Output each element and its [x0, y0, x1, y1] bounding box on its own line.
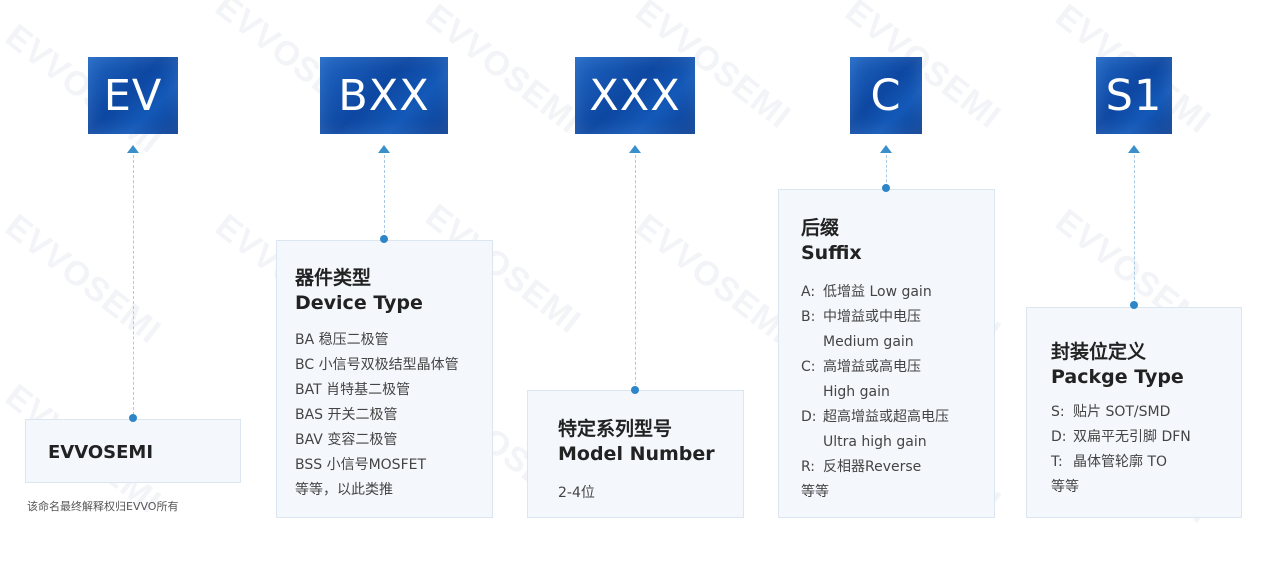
- item-key: S:: [1051, 404, 1065, 420]
- card-title-cn: 后缀: [801, 217, 840, 239]
- card-title-cn: 器件类型: [295, 267, 372, 289]
- code-block-c: C: [850, 57, 922, 134]
- list-item: R: 反相器Reverse: [801, 455, 994, 480]
- watermark: EVVOSEMI: [628, 206, 798, 352]
- connector-line: [1134, 155, 1135, 305]
- card-package-type: 封装位定义 Packge Type S: 贴片 SOT/SMD D: 双扁平无引脚 …: [1026, 307, 1242, 518]
- item-text: 双扁平无引脚 DFN: [1073, 429, 1191, 445]
- list-item-cont: Medium gain: [801, 330, 994, 355]
- arrow-up-icon: [127, 145, 139, 153]
- list-item: BC 小信号双极结型晶体管: [295, 357, 459, 373]
- item-text: High gain: [823, 384, 890, 400]
- item-key: D:: [1051, 429, 1067, 445]
- list-item-etc: 等等: [1051, 479, 1079, 495]
- item-text: 晶体管轮廓 TO: [1073, 454, 1168, 470]
- connector-dot: [631, 386, 639, 394]
- list-item: BAS 开关二极管: [295, 407, 398, 423]
- device-type-list: BA 稳压二极管 BC 小信号双极结型晶体管 BAT 肖特基二极管 BAS 开关…: [295, 328, 492, 503]
- card-title-cn: 特定系列型号: [558, 418, 673, 440]
- connector-line: [384, 155, 385, 238]
- connector-line: [635, 155, 636, 390]
- arrow-up-icon: [629, 145, 641, 153]
- card-evvosemi: EVVOSEMI: [25, 419, 241, 483]
- list-item: C: 高增益或高电压: [801, 355, 994, 380]
- card-device-type: 器件类型 Device Type BA 稳压二极管 BC 小信号双极结型晶体管 …: [276, 240, 493, 518]
- list-item: S: 贴片 SOT/SMD: [1051, 400, 1241, 425]
- list-item: D: 超高增益或超高电压: [801, 405, 994, 430]
- code-block-xxx: XXX: [575, 57, 695, 134]
- list-item: B: 中增益或中电压: [801, 305, 994, 330]
- list-item: BA 稳压二极管: [295, 332, 389, 348]
- item-text: 反相器Reverse: [823, 459, 922, 475]
- card-model-number: 特定系列型号 Model Number 2-4位: [527, 390, 744, 518]
- card-title-en: Suffix: [801, 242, 862, 264]
- arrow-up-icon: [880, 145, 892, 153]
- connector-line: [886, 155, 887, 187]
- connector-dot: [129, 414, 137, 422]
- list-item: 等等，以此类推: [295, 482, 393, 498]
- list-item: BSS 小信号MOSFET: [295, 457, 427, 473]
- connector-line: [133, 155, 134, 415]
- model-number-value: 2-4位: [558, 485, 595, 501]
- connector-dot: [380, 235, 388, 243]
- item-text: Ultra high gain: [823, 434, 927, 450]
- list-item-cont: High gain: [801, 380, 994, 405]
- arrow-up-icon: [1128, 145, 1140, 153]
- list-item-cont: Ultra high gain: [801, 430, 994, 455]
- item-key: B:: [801, 309, 816, 325]
- list-item: BAV 变容二极管: [295, 432, 398, 448]
- item-text: 低增益 Low gain: [823, 284, 932, 300]
- item-key: A:: [801, 284, 816, 300]
- card-title-en: Packge Type: [1051, 366, 1184, 388]
- item-text: Medium gain: [823, 334, 914, 350]
- connector-dot: [1130, 301, 1138, 309]
- code-block-ev: EV: [88, 57, 178, 134]
- card-title-cn: 封装位定义: [1051, 341, 1147, 363]
- item-text: 贴片 SOT/SMD: [1073, 404, 1171, 420]
- item-text: 超高增益或超高电压: [823, 409, 949, 425]
- card-title-en: Model Number: [558, 443, 715, 465]
- list-item: T: 晶体管轮廓 TO: [1051, 450, 1241, 475]
- card-title: EVVOSEMI: [48, 442, 154, 463]
- item-key: C:: [801, 359, 816, 375]
- arrow-up-icon: [378, 145, 390, 153]
- ownership-note: 该命名最终解释权归EVVO所有: [27, 500, 179, 513]
- item-key: D:: [801, 409, 817, 425]
- watermark: EVVOSEMI: [0, 206, 168, 352]
- code-block-s1: S1: [1096, 57, 1172, 134]
- item-text: 中增益或中电压: [823, 309, 921, 325]
- item-key: R:: [801, 459, 816, 475]
- item-key: T:: [1051, 454, 1063, 470]
- package-type-list: S: 贴片 SOT/SMD D: 双扁平无引脚 DFN T: 晶体管轮廓 TO 等等: [1051, 400, 1241, 500]
- list-item: A: 低增益 Low gain: [801, 280, 994, 305]
- card-suffix: 后缀 Suffix A: 低增益 Low gain B: 中增益或中电压 Mediu…: [778, 189, 995, 518]
- list-item: BAT 肖特基二极管: [295, 382, 411, 398]
- card-title-en: Device Type: [295, 292, 423, 314]
- connector-dot: [882, 184, 890, 192]
- suffix-list: A: 低增益 Low gain B: 中增益或中电压 Medium gain C: 高…: [801, 280, 994, 505]
- item-text: 高增益或高电压: [823, 359, 921, 375]
- code-block-bxx: BXX: [320, 57, 448, 134]
- list-item-etc: 等等: [801, 484, 829, 500]
- list-item: D: 双扁平无引脚 DFN: [1051, 425, 1241, 450]
